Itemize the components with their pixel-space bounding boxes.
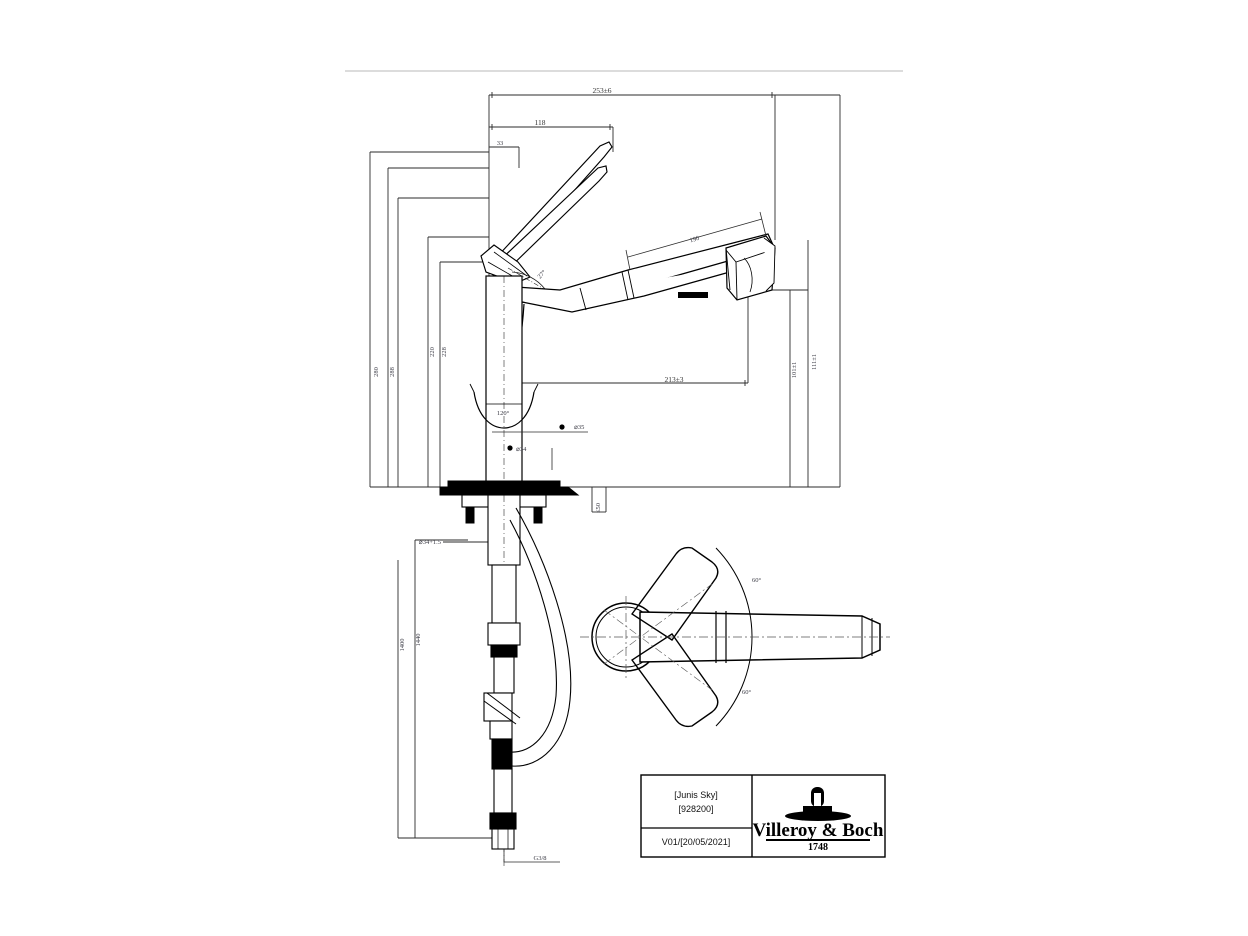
lever-handle xyxy=(480,141,613,284)
deck-mount-assembly xyxy=(439,480,580,868)
dim-hose-length-1: 1400 xyxy=(399,639,406,652)
swivel-arc-120 xyxy=(469,383,539,429)
dim-overall-height: 253±6 xyxy=(592,86,611,95)
dim-hose-length-2: 1440 xyxy=(415,634,422,647)
plan-view xyxy=(580,546,890,728)
dim-handle-small: 33 xyxy=(497,140,504,147)
title-block-revision: V01/[20/05/2021] xyxy=(662,837,731,847)
brand-year: 1748 xyxy=(808,842,828,853)
faucet-column xyxy=(485,275,523,489)
dim-spout-reach: 213±3 xyxy=(664,375,683,384)
brand-emblem-icon xyxy=(785,787,851,821)
dim-shank-diameter: ⌀34 xyxy=(516,446,527,453)
dim-190 xyxy=(625,211,767,271)
brand-name: Villeroy & Boch xyxy=(753,820,884,841)
dim-body-height-1: 280 xyxy=(373,367,380,377)
dim-spout-height-right-1: 101±1 xyxy=(791,362,798,379)
spout-seam-lines xyxy=(579,247,731,311)
dim-mount-hole: ⌀34+1.5 xyxy=(419,539,441,546)
dimension-frame xyxy=(369,94,841,839)
title-block: [Junis Sky] [928200] V01/[20/05/2021] Vi… xyxy=(640,774,886,858)
diameter-markers xyxy=(492,424,588,470)
dim-handle-open-width: 118 xyxy=(535,118,546,127)
dim-body-height-3: 220 xyxy=(429,347,436,357)
title-block-article-number: [928200] xyxy=(678,804,713,814)
dim-body-height-2: 288 xyxy=(389,367,396,377)
dim-inlet-thread: G3/8 xyxy=(534,855,547,862)
dim-swivel-left: 60° xyxy=(752,577,762,584)
dim-swivel-right: 60° xyxy=(742,689,752,696)
dim-spray-head-length: 190 xyxy=(689,235,700,244)
dim-body-height-4: 228 xyxy=(441,347,448,357)
pullout-hose-assembly xyxy=(483,507,572,850)
dim-swivel-total: 120° xyxy=(497,410,510,417)
title-block-product-name: [Junis Sky] xyxy=(674,790,718,800)
handle-angle-arc xyxy=(507,267,557,297)
dim-spout-height-right-2: 111±1 xyxy=(811,354,818,370)
spray-mode-button xyxy=(678,292,708,298)
pullout-spray-head xyxy=(725,235,776,301)
inlet-leader xyxy=(503,849,560,863)
dim-base-diameter: ⌀35 xyxy=(574,424,584,431)
dim-handle-lift-angle: 27° xyxy=(536,269,548,281)
dim-deck-thickness: ≤50 xyxy=(595,503,602,513)
